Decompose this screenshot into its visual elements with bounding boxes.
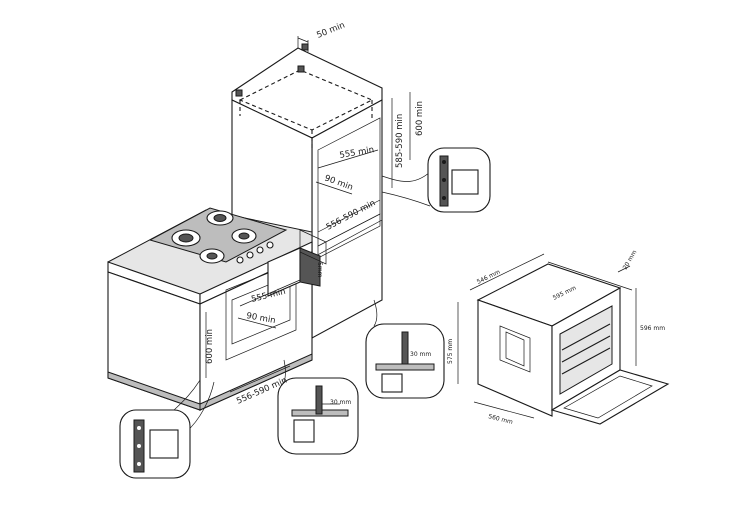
hob-burners	[171, 210, 257, 264]
base-cabinet	[107, 207, 327, 411]
dimension-lines	[205, 92, 411, 393]
dim-plinth-gap-right: 30 mm	[410, 351, 431, 358]
dim-tall-height: 600 min	[415, 101, 425, 136]
dim-oven-depth: 546 mm	[476, 268, 502, 285]
detail-bubble-plinth-center	[277, 359, 359, 455]
dim-small-gap: 5mm	[316, 262, 323, 278]
detail-bubble-plinth-right	[365, 299, 445, 399]
built-in-oven	[457, 253, 670, 425]
detail-bubble-upper	[381, 147, 491, 213]
dim-top-gap: 50 min	[315, 20, 346, 40]
dim-plinth-gap-center: 30 mm	[330, 399, 351, 406]
dim-oven-niche-height: 585-590 min	[395, 114, 405, 168]
dim-oven-front-depth: 20 mm	[622, 249, 639, 271]
dim-oven-height: 596 mm	[640, 325, 665, 332]
detail-bubble-lower-left	[119, 379, 215, 479]
hob-knobs	[236, 241, 274, 264]
dim-base-height: 600 min	[205, 329, 215, 364]
dim-oven-width: 560 mm	[488, 413, 514, 426]
dim-oven-side: 575 mm	[447, 339, 454, 364]
